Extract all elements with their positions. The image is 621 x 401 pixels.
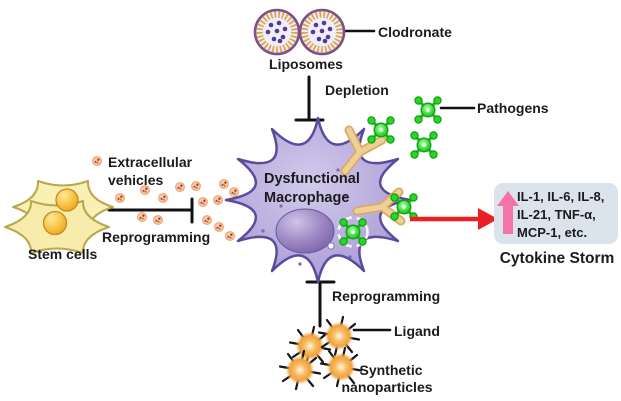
cytokine-output-arrow — [410, 208, 498, 230]
phagosome-halo — [337, 216, 369, 248]
extracellular-label-line1: Extracellular — [108, 154, 193, 170]
synthetic-nanoparticles-line2: nanoparticles — [341, 379, 432, 395]
depletion-label: Depletion — [325, 82, 389, 98]
liposome-icon — [300, 10, 344, 54]
stem-cells-group — [4, 180, 114, 254]
synthetic-nanoparticles-line1: Synthetic — [359, 362, 422, 378]
clodronate-label: Clodronate — [378, 24, 452, 40]
macrophage-name-line1: Dysfunctional — [264, 171, 360, 187]
pathogen-icon — [409, 130, 439, 160]
reprogramming-left-label: Reprogramming — [102, 229, 210, 245]
ligand-label: Ligand — [394, 323, 440, 339]
stem-cells-label: Stem cells — [28, 246, 97, 262]
vacuole — [327, 242, 335, 250]
macrophage-name-line2: Macrophage — [264, 190, 349, 206]
liposome-icon — [255, 10, 299, 54]
pathogen-icon — [413, 95, 443, 125]
depletion-inhibition-line — [294, 75, 325, 122]
extracellular-label-line2: vehicles — [108, 172, 163, 188]
reprogramming-left-inhibition-line — [107, 197, 194, 224]
cytoplasm-granules — [261, 168, 352, 266]
macrophage-nucleus — [275, 208, 335, 254]
cytokine-list-line3: MCP-1, etc. — [517, 225, 587, 240]
pathogens-label: Pathogens — [477, 100, 549, 116]
cytokine-list-line2: IL-21, TNF-α, — [517, 207, 596, 222]
cytokine-storm-box — [494, 183, 618, 244]
stem-cell-nucleus — [55, 188, 79, 212]
macrophage-cell — [224, 116, 412, 284]
reprogramming-bottom-label: Reprogramming — [332, 288, 440, 304]
cytokine-list-line1: IL-1, IL-6, IL-8, — [517, 189, 604, 204]
cytokine-storm-caption: Cytokine Storm — [500, 250, 615, 267]
liposomes-label: Liposomes — [269, 56, 343, 72]
stem-cell-nucleus — [42, 210, 68, 236]
reprogramming-bottom-inhibition-line — [305, 280, 336, 328]
up-arrow-icon — [497, 191, 519, 234]
